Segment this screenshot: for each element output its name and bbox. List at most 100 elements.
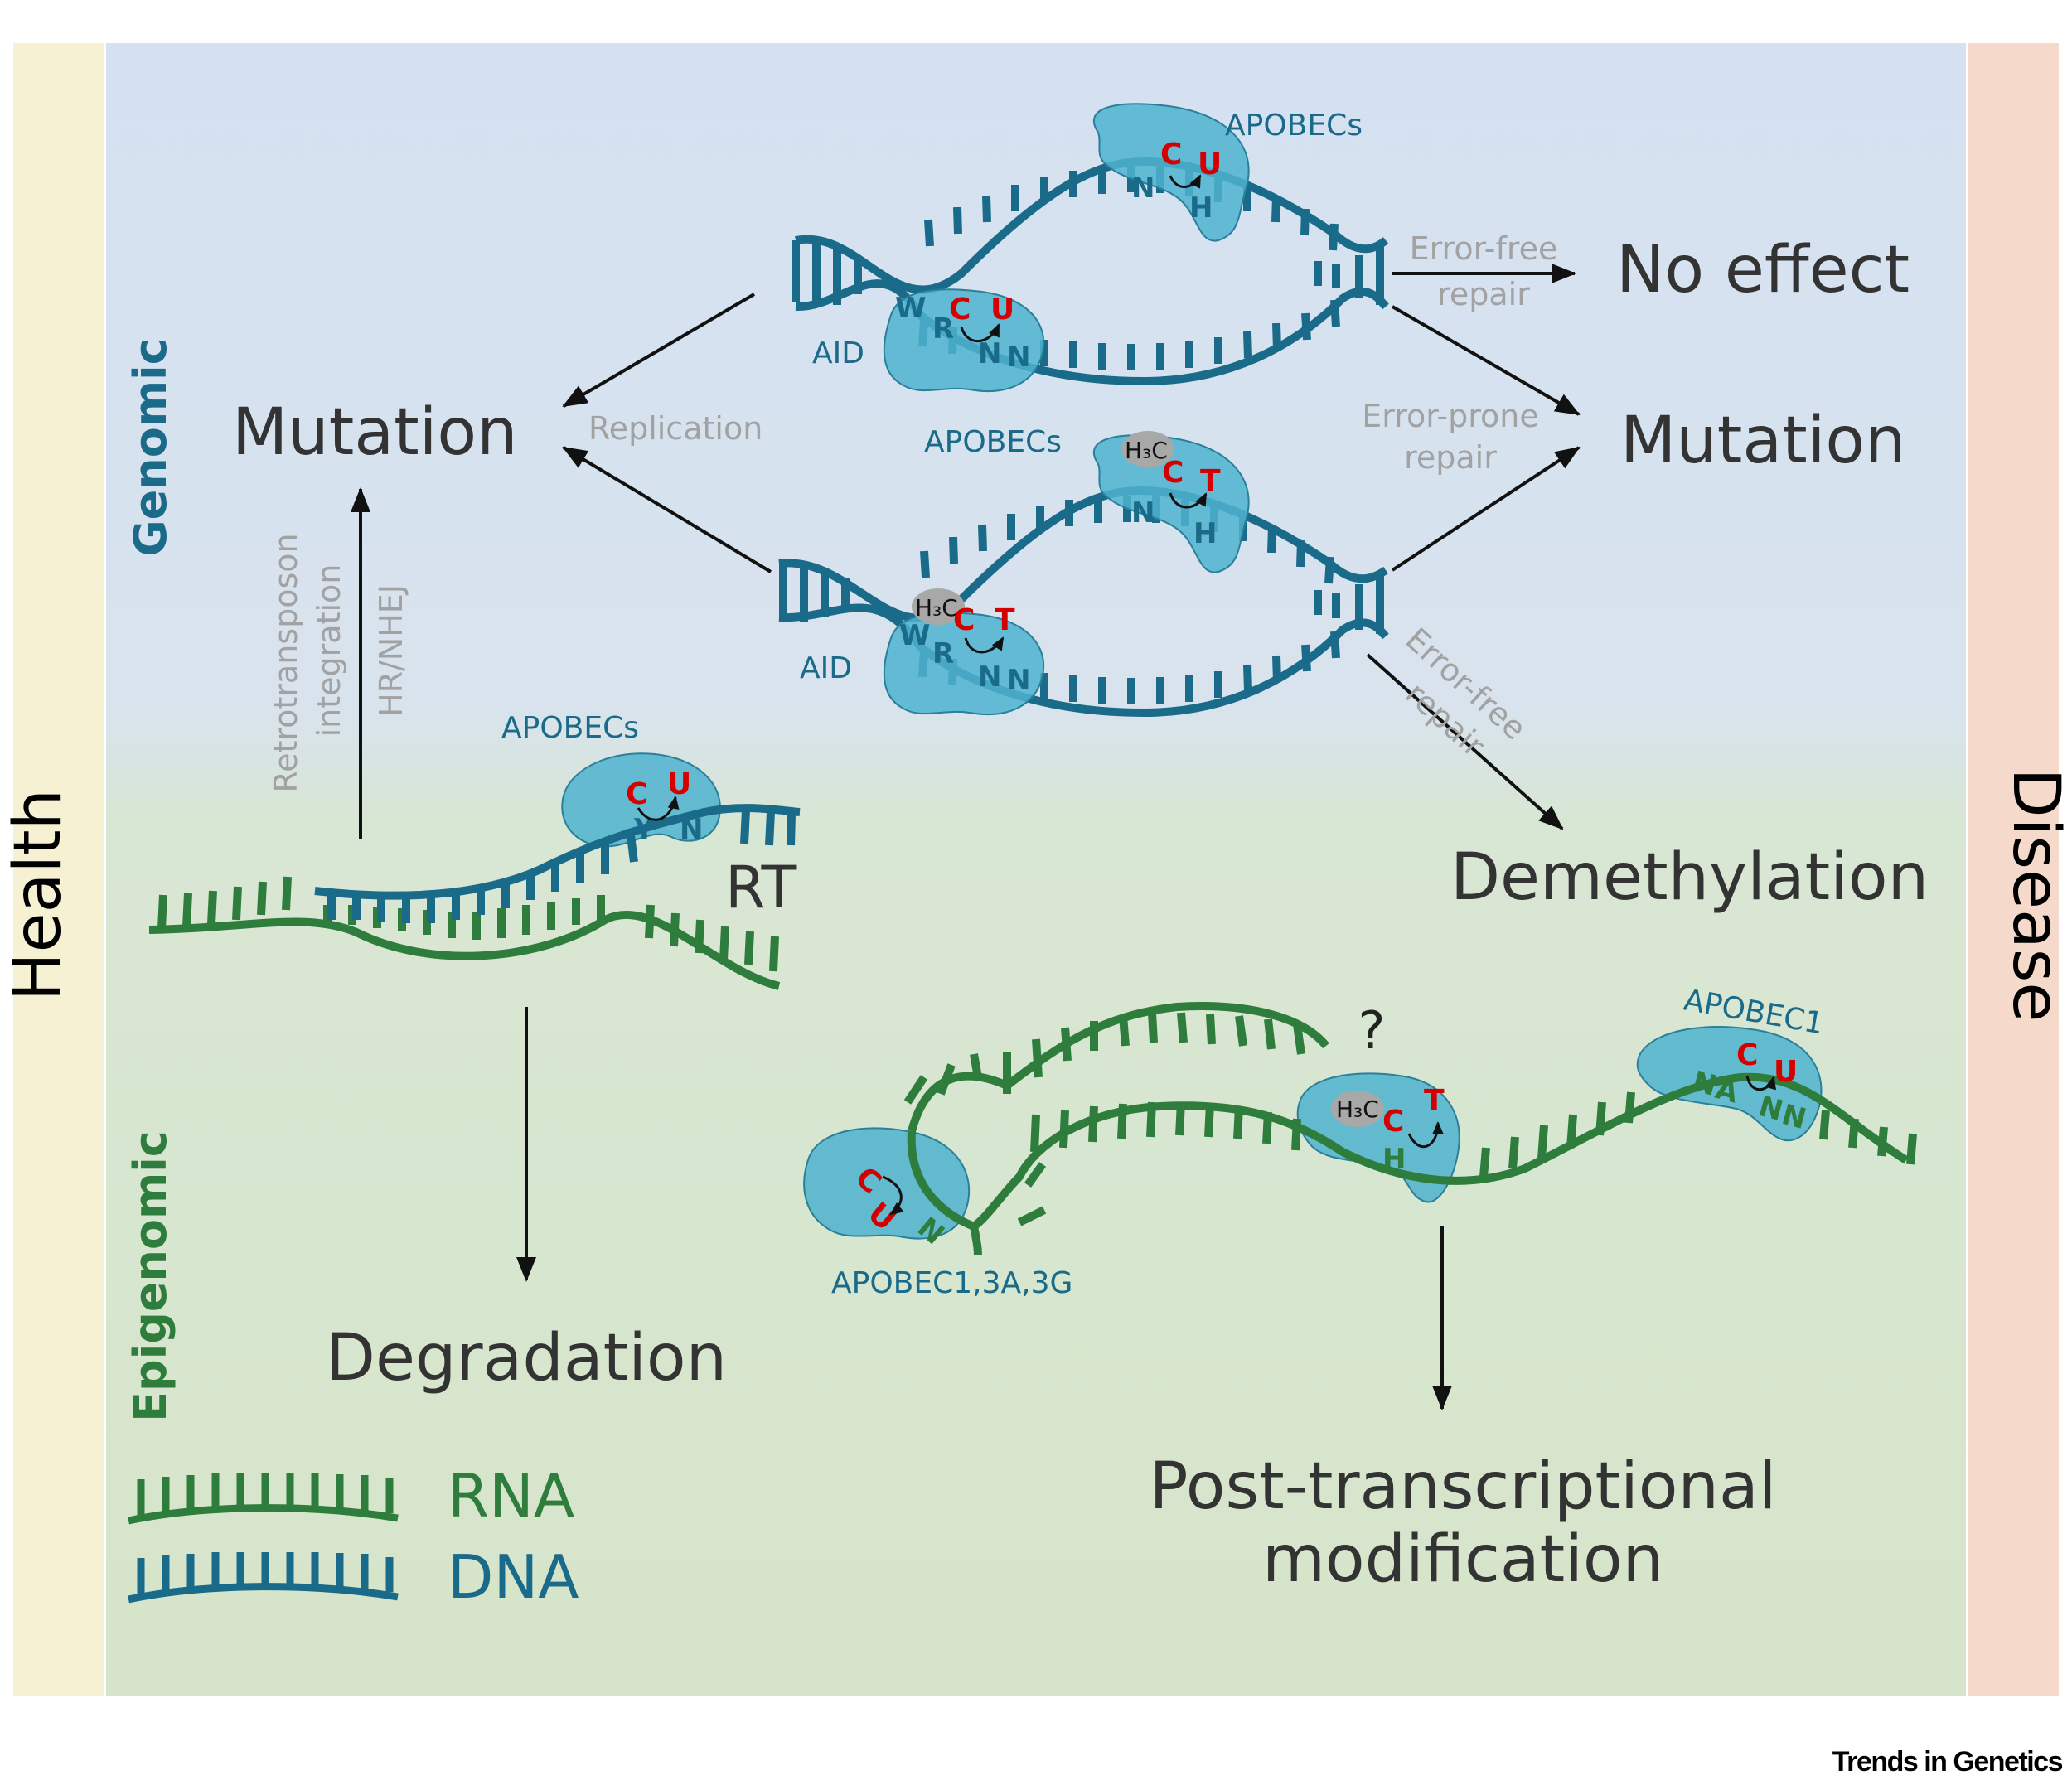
edit-arrow [1745, 1075, 1776, 1091]
base-n: N [1007, 664, 1030, 697]
question-mark: ? [1358, 1000, 1386, 1061]
apobec1-3a-3g-label: APOBEC1,3A,3G [831, 1266, 1072, 1300]
rt-label: RT [725, 854, 797, 922]
uracil-label: U [667, 767, 691, 801]
error-free-label-1: Error-free [1410, 230, 1558, 267]
edit-arrow [1169, 174, 1202, 189]
base-n: N [1131, 172, 1155, 205]
uracil-label: U [1198, 148, 1222, 181]
base-h: H [1382, 1143, 1406, 1176]
arrow-to-mutation-right-lower [1391, 446, 1581, 572]
cytosine-label: C [1160, 138, 1182, 172]
rna-backbone [908, 1002, 1329, 1133]
dna-backbone [795, 279, 1389, 386]
protein-aid-top [883, 288, 1045, 393]
health-label: Health [1, 789, 75, 1001]
dna-backbone [314, 804, 801, 900]
apobecs-top-label: APOBECs [1225, 109, 1363, 143]
edit-arrow [1407, 1121, 1444, 1149]
journal-footer: Trends in Genetics [1832, 1746, 2064, 1778]
arrow-to-mutation-right-upper [1391, 305, 1581, 416]
error-prone-label-2: repair [1404, 439, 1497, 476]
legend-rna-label: RNA [448, 1461, 574, 1531]
arrows [351, 264, 1581, 1410]
base-labels-apobec-top: C U N H [1131, 138, 1222, 225]
thymine-label: T [1424, 1084, 1445, 1118]
base-r: R [932, 637, 954, 670]
base-n: N [1007, 341, 1030, 374]
base-labels-aid-bottom: H₃C C T W R N N [899, 588, 1030, 697]
methyl-label: H₃C [1125, 437, 1168, 464]
uracil-label: U [990, 293, 1014, 327]
aid-bottom-label: AID [800, 651, 852, 685]
mutation-left-label: Mutation [232, 395, 518, 470]
error-free-label-2: repair [1437, 276, 1530, 312]
replication-label: Replication [588, 410, 762, 447]
legend-dna-swatch [128, 1552, 399, 1604]
integration-labels: Retrotransposon integration HR/NHEJ [268, 533, 409, 792]
base-labels-aid-top: C U W R N N [895, 292, 1030, 374]
base-n: N [978, 337, 1001, 370]
rna-backbone [907, 1072, 1909, 1231]
cytosine-label: C [1162, 456, 1184, 490]
rna-strand-right [903, 1002, 1917, 1256]
arrow-to-mutation-left-upper [562, 293, 756, 408]
base-r: R [932, 312, 954, 346]
disease-bar [1968, 43, 2059, 1696]
post-transcriptional-label: Post-transcriptional [1150, 1449, 1777, 1524]
apobecs-rt-label: APOBECs [501, 711, 639, 745]
legend: RNA DNA [128, 1461, 579, 1612]
hr-nhej-label: HR/NHEJ [373, 584, 409, 717]
edit-arrow [1169, 492, 1208, 509]
genomic-label: Genomic [124, 338, 177, 556]
error-prone-label-1: Error-prone [1362, 398, 1539, 434]
rna-loop [970, 1226, 982, 1256]
base-n: N [1131, 496, 1155, 530]
base-y: Y [633, 813, 655, 846]
cytosine-label: C [1382, 1105, 1404, 1139]
protein-apobec1 [1636, 1025, 1823, 1142]
edit-arrow [637, 796, 680, 821]
rna-backbone [148, 911, 781, 990]
epigenomic-label: Epigenomic [124, 1130, 177, 1422]
base-w: W [899, 619, 931, 652]
cytosine-label: C [626, 777, 647, 811]
protein-apobec-top [1092, 103, 1250, 242]
legend-dna-label: DNA [448, 1542, 579, 1612]
modification-label: modification [1262, 1522, 1663, 1597]
methyl-label: H₃C [915, 594, 958, 622]
integration-label: integration [311, 564, 347, 738]
mutation-right-label: Mutation [1620, 404, 1906, 478]
degradation-label: Degradation [326, 1321, 727, 1396]
base-w: W [895, 292, 927, 325]
health-bar [13, 43, 104, 1696]
cytosine-label: C [949, 293, 971, 327]
base-labels-apobec-mid: H₃C C T N H [1121, 431, 1221, 550]
disease-label: Disease [1998, 768, 2072, 1023]
dna-backbone [778, 603, 1389, 718]
edit-arrow [964, 636, 1005, 654]
arrow-to-demethylation [1366, 653, 1564, 830]
thymine-label: T [995, 603, 1015, 637]
apobecs-mid-label: APOBECs [924, 425, 1062, 459]
methyl-group [1121, 431, 1174, 467]
rna-dna-hybrid [148, 804, 801, 990]
demethylation-label: Demethylation [1450, 840, 1929, 915]
edit-arrow [882, 1175, 904, 1216]
cytosine-label: C [953, 603, 975, 637]
base-labels-apobec-rt: C U Y N [626, 767, 703, 846]
base-h: H [1189, 191, 1213, 225]
methyl-group [912, 588, 965, 625]
thymine-label: T [1200, 464, 1221, 498]
no-effect-label: No effect [1616, 233, 1910, 307]
edit-arrow [960, 323, 1000, 343]
retrotransposon-label: Retrotransposon [268, 533, 304, 792]
legend-rna-swatch [128, 1473, 399, 1525]
base-h: H [1193, 517, 1217, 550]
cytosine-label: C [1736, 1038, 1758, 1072]
aid-top-label: AID [812, 336, 864, 370]
methyl-group [1331, 1091, 1384, 1127]
base-n: N [978, 660, 1001, 694]
methyl-label: H₃C [1336, 1096, 1379, 1123]
